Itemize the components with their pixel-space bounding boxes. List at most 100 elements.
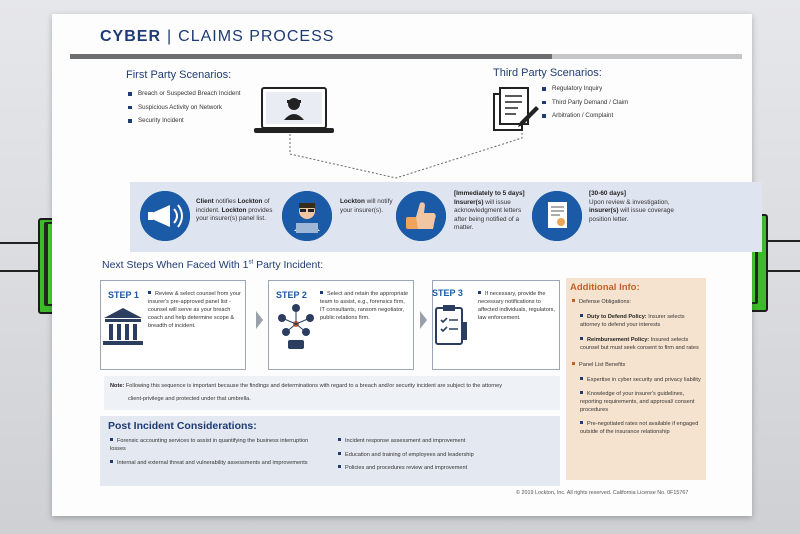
text: Following this sequence is important bec… [124, 383, 503, 389]
process-step-2-text: Lockton will notify your insurer(s). [340, 198, 402, 215]
text: Expertise in cyber security and privacy … [587, 377, 701, 383]
document-chart-icon [532, 191, 582, 241]
list-item: Security Incident [126, 114, 276, 128]
text: notifies [213, 198, 238, 205]
team-network-icon [274, 302, 318, 352]
title-separator: | [167, 28, 173, 45]
list-item: Third Party Demand / Claim [540, 96, 660, 110]
chevron-right-icon [256, 311, 263, 329]
list-item: Pre-negotiated rates not available if en… [580, 420, 702, 436]
heading-sup: st [248, 259, 254, 266]
text-bold: [30-60 days] [589, 190, 626, 197]
text: Internal and external threat and vulnera… [117, 460, 308, 466]
text: Review & select counsel from your insure… [148, 291, 241, 329]
reimbursement-item: Reimbursement Policy: Insured selects co… [580, 336, 702, 352]
list-item: Knowledge of your insurer's guidelines, … [580, 390, 702, 414]
text: will issue acknowledgment letters after … [454, 198, 522, 232]
list-item: Regulatory Inquiry [540, 82, 660, 96]
list-item: Internal and external threat and vulnera… [110, 459, 310, 467]
post-incident-box [100, 416, 560, 486]
text: Education and training of employees and … [345, 451, 474, 458]
additional-info-panel: Additional Info: Defense Obligations: Du… [566, 278, 706, 480]
post-incident-heading: Post Incident Considerations: [108, 420, 257, 432]
step-3-text: If necessary, provide the necessary noti… [478, 290, 556, 322]
note-label: Note: [110, 383, 125, 389]
heading-text: Party Incident: [253, 259, 324, 271]
document-pen-icon [490, 82, 540, 134]
defense-obligations: Defense Obligations: Duty to Defend Poli… [572, 298, 702, 436]
page-title: CYBER | CLAIMS PROCESS [100, 28, 334, 46]
list-item: Expertise in cyber security and privacy … [580, 376, 702, 384]
defense-heading: Defense Obligations: [572, 298, 702, 306]
title-rule [70, 54, 742, 59]
list-item: Forensic accounting services to assist i… [110, 437, 310, 453]
post-incident-right-list: Incident response assessment and improve… [338, 435, 538, 476]
next-steps-heading: Next Steps When Faced With 1st Party Inc… [102, 259, 323, 271]
first-party-heading: First Party Scenarios: [126, 69, 232, 81]
list-item: Breach or Suspected Breach Incident [126, 87, 276, 101]
text: Defense Obligations: [579, 299, 631, 305]
text-bold: Insurer(s) [454, 198, 484, 206]
list-item: Education and training of employees and … [338, 449, 538, 463]
step-1-label: STEP 1 [108, 290, 139, 300]
connector-lines [282, 132, 542, 180]
post-incident-left-list: Forensic accounting services to assist i… [110, 437, 310, 467]
checklist-icon [432, 304, 472, 348]
text: Forensic accounting services to assist i… [110, 438, 309, 452]
step-2-label: STEP 2 [276, 290, 307, 300]
text-bold: [Immediately to 5 days] [454, 190, 525, 197]
title-brand: CYBER [100, 28, 162, 45]
note-text: Note: Following this sequence is importa… [110, 380, 550, 406]
text: Insurer selects attorney to defend your … [580, 314, 685, 328]
text: If necessary, provide the necessary noti… [478, 291, 556, 321]
document-sheet: CYBER | CLAIMS PROCESS First Party Scenari… [52, 14, 762, 516]
first-party-list: Breach or Suspected Breach Incident Susp… [126, 87, 276, 128]
text: client-privilege and protected under tha… [128, 396, 251, 402]
heading-text: Next Steps When Faced With 1 [102, 259, 249, 271]
step-2-text: Select and retain the appropriate team t… [320, 290, 410, 322]
text-bold: insurer(s) [589, 207, 619, 215]
chevron-right-icon [420, 311, 427, 329]
text-bold: Duty to Defend Policy: [587, 314, 647, 320]
text: of incident. [196, 198, 270, 214]
text: Pre-negotiated rates not available if en… [580, 421, 699, 435]
agent-avatar-icon [282, 191, 332, 241]
third-party-heading: Third Party Scenarios: [493, 67, 602, 79]
duty-to-defend-item: Duty to Defend Policy: Insurer selects a… [580, 313, 702, 329]
process-step-3-text: [Immediately to 5 days]Insurer(s) will i… [454, 190, 526, 233]
list-item: Incident response assessment and improve… [338, 435, 538, 449]
copyright-footer: © 2019 Lockton, Inc. All rights reserved… [516, 490, 689, 496]
thumbs-up-icon [396, 191, 446, 241]
text-bold: Client [196, 198, 214, 205]
step-2-box [268, 280, 414, 370]
text: Upon review & investigation, [589, 198, 670, 206]
text: will notify your insurer(s). [340, 198, 393, 214]
text: will issue coverage position letter. [589, 207, 674, 223]
text-bold: Lockton [221, 206, 247, 214]
text: Incident response assessment and improve… [345, 438, 466, 444]
text: Policies and procedures review and impro… [345, 465, 468, 471]
first-party-section: First Party Scenarios: Breach or Suspect… [126, 69, 276, 128]
step-1-text: Review & select counsel from your insure… [148, 290, 242, 330]
laptop-hacker-icon [254, 84, 334, 136]
third-party-list: Regulatory Inquiry Third Party Demand / … [540, 82, 660, 123]
title-text: CLAIMS PROCESS [178, 28, 335, 45]
process-step-1-text: Client notifies Lockton of incident. Loc… [196, 198, 280, 224]
text: provides your insurer(s) panel list. [196, 206, 273, 223]
text-bold: Lockton [340, 198, 365, 205]
step-1-box [100, 280, 246, 370]
step-3-label: STEP 3 [432, 288, 463, 298]
text: Panel List Benefits [579, 362, 626, 368]
panel-benefits-heading: Panel List Benefits [572, 361, 702, 369]
third-party-section: Third Party Scenarios: [493, 67, 643, 79]
additional-info-heading: Additional Info: [570, 282, 640, 293]
text: Knowledge of your insurer's guidelines, … [580, 391, 695, 413]
list-item: Arbitration / Complaint [540, 109, 660, 123]
text: Insured selects counsel but must seek co… [580, 337, 699, 351]
list-item: Suspicious Activity on Network [126, 101, 276, 115]
note-box [104, 376, 560, 410]
megaphone-icon [140, 191, 190, 241]
list-item: Policies and procedures review and impro… [338, 462, 538, 476]
text: Select and retain the appropriate team t… [320, 291, 409, 321]
process-band [130, 182, 762, 252]
